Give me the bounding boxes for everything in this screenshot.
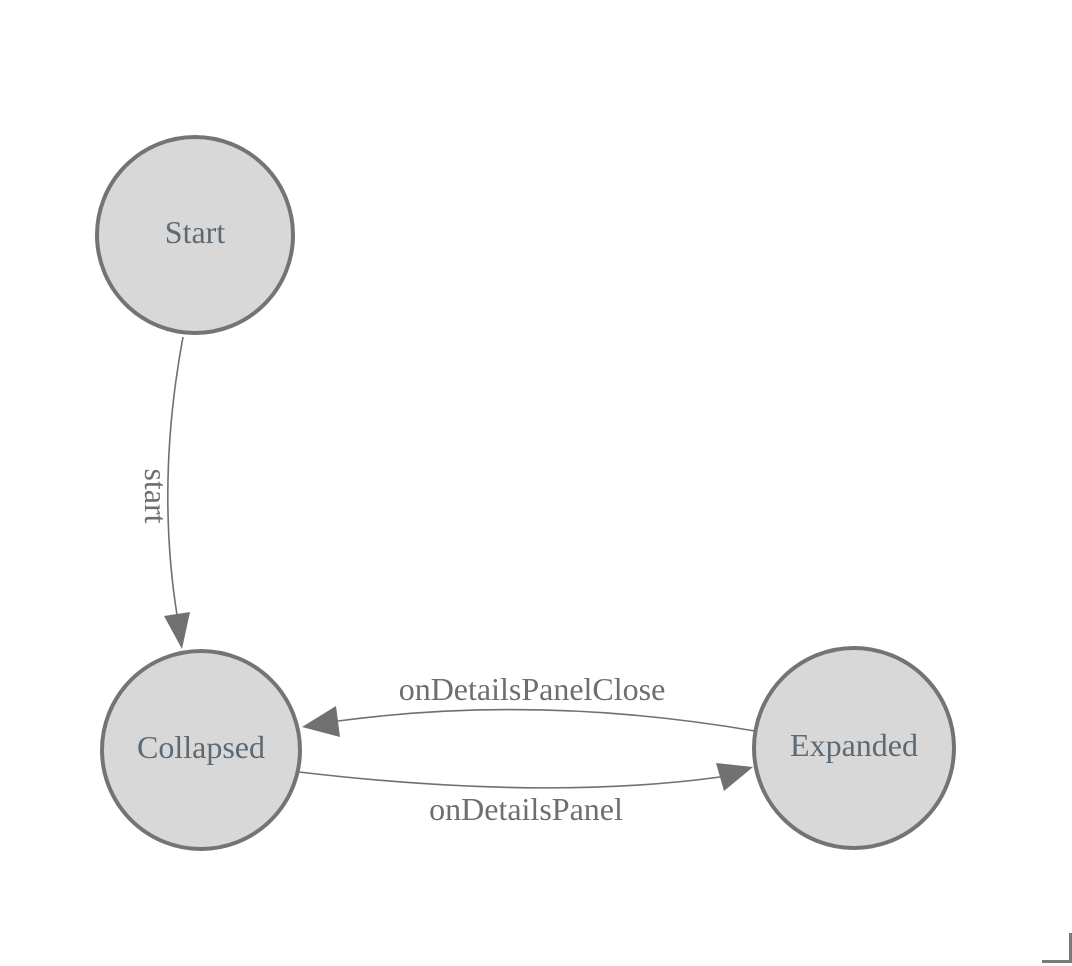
edge-ondetailspanelclose-arrowhead-icon [302, 706, 340, 737]
edge-ondetailspanel-label: onDetailsPanel [429, 791, 623, 827]
state-node-collapsed-label: Collapsed [137, 729, 265, 765]
edge-start: start [138, 336, 190, 649]
canvas-corner-mark [1042, 933, 1072, 963]
state-node-collapsed-circle[interactable] [100, 649, 302, 851]
state-node-expanded-label: Expanded [790, 727, 918, 763]
edge-ondetailspanel-arrowhead-icon [716, 763, 753, 791]
edge-start-path [167, 336, 184, 616]
state-node-start-label: Start [165, 214, 226, 250]
edge-ondetailspanelclose-path [337, 708, 756, 732]
state-node-start-circle[interactable] [95, 135, 295, 335]
edge-ondetailspanel: onDetailsPanel [298, 763, 753, 827]
edge-start-label: start [138, 468, 174, 523]
edge-ondetailspanelclose: onDetailsPanelClose [302, 671, 756, 737]
edge-start-arrowhead-icon [164, 612, 190, 649]
state-node-expanded[interactable]: Expanded [752, 646, 956, 850]
state-node-expanded-circle[interactable] [752, 646, 956, 850]
edge-ondetailspanelclose-label: onDetailsPanelClose [399, 671, 666, 707]
state-node-collapsed[interactable]: Collapsed [100, 649, 302, 851]
edge-ondetailspanel-path [298, 771, 721, 789]
state-node-start[interactable]: Start [95, 135, 295, 335]
